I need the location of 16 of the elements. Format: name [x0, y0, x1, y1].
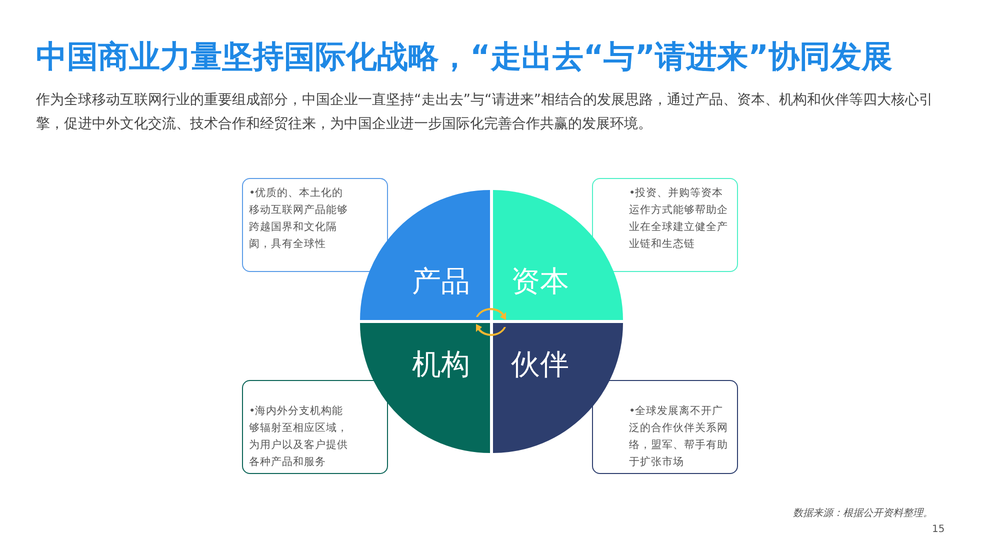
callout-text: •海内外分支机构能够辐射至相应区域，为用户以及客户提供各种产品和服务 — [249, 404, 349, 470]
callout-text: •优质的、本土化的移动互联网产品能够跨越国界和文化隔阂，具有全球性 — [249, 186, 349, 252]
intro-paragraph: 作为全球移动互联网行业的重要组成部分，中国企业一直坚持“走出去”与“请进来”相结合的发展思路，通过产品、资本、机构和伙伴等四大核心引擎，促进中外文化交流、技术合作和经贸往来，为中国企业进一步国际化完善合作共赢的发展环境。 — [36, 91, 934, 134]
callout-text: •投资、并购等资本运作方式能够帮助企业在全球建立健全产业链和生态链 — [629, 186, 729, 252]
segment-label: 资本 — [511, 263, 569, 300]
title: 中国商业力量坚持国际化战略，“走出去“与”请进来”协同发展 — [36, 38, 892, 77]
page-number: 15 — [932, 524, 945, 535]
callout-box — [242, 380, 388, 474]
segment-label: 机构 — [412, 346, 470, 383]
callout-box — [242, 178, 388, 272]
segment-label: 产品 — [412, 263, 470, 300]
callout-box — [592, 380, 738, 474]
callout-box — [592, 178, 738, 272]
segment-label: 伙伴 — [511, 346, 569, 383]
source-note: 数据来源：根据公开资料整理。 — [793, 506, 933, 520]
callout-text: •全球发展离不开广泛的合作伙伴关系网络，盟军、帮手有助于扩张市场 — [629, 404, 729, 470]
